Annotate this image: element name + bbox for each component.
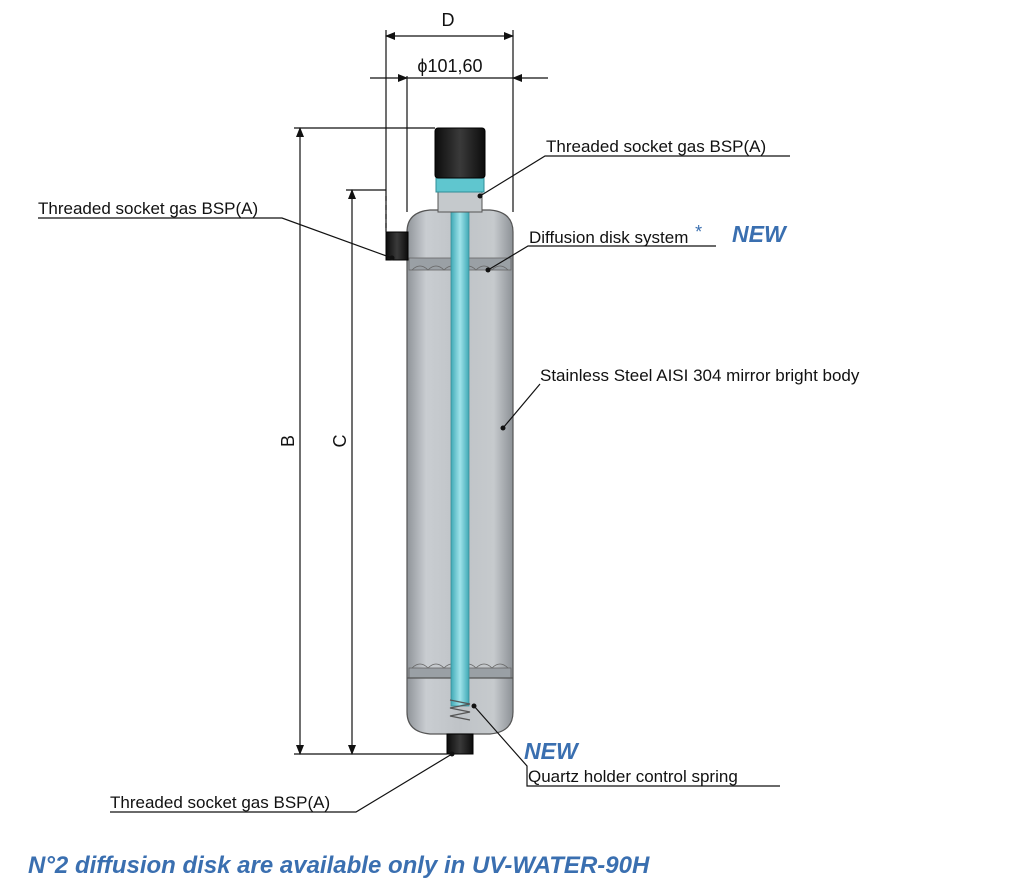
top-cap (434, 127, 486, 179)
callout-spring-new-badge: NEW (524, 738, 580, 764)
bottom-socket (446, 733, 474, 755)
callout-socket-bottom: Threaded socket gas BSP(A) (110, 793, 330, 812)
dimension-c-label: C (330, 435, 350, 448)
callout-diffusion-new-badge: NEW (732, 221, 788, 247)
callout-socket-top: Threaded socket gas BSP(A) (546, 137, 766, 156)
footnote: N°2 diffusion disk are available only in… (28, 852, 650, 879)
quartz-sleeve (450, 211, 470, 707)
top-band (435, 177, 485, 193)
vessel (385, 127, 514, 755)
callout-diffusion: Diffusion disk system * (529, 222, 702, 247)
callout-leaders (38, 155, 790, 813)
callout-socket-side: Threaded socket gas BSP(A) (38, 199, 258, 218)
callout-spring: Quartz holder control spring (528, 767, 738, 786)
dimension-diameter-label: ϕ101,60 (417, 56, 482, 76)
callout-diffusion-asterisk: * (695, 222, 702, 242)
side-socket (385, 231, 409, 261)
dimension-d-label: D (442, 10, 455, 30)
dimension-lines (294, 30, 548, 755)
callout-diffusion-label: Diffusion disk system (529, 228, 688, 247)
callout-body: Stainless Steel AISI 304 mirror bright b… (540, 366, 860, 385)
holder-spring (449, 699, 471, 721)
dimension-b-label: B (278, 435, 298, 447)
